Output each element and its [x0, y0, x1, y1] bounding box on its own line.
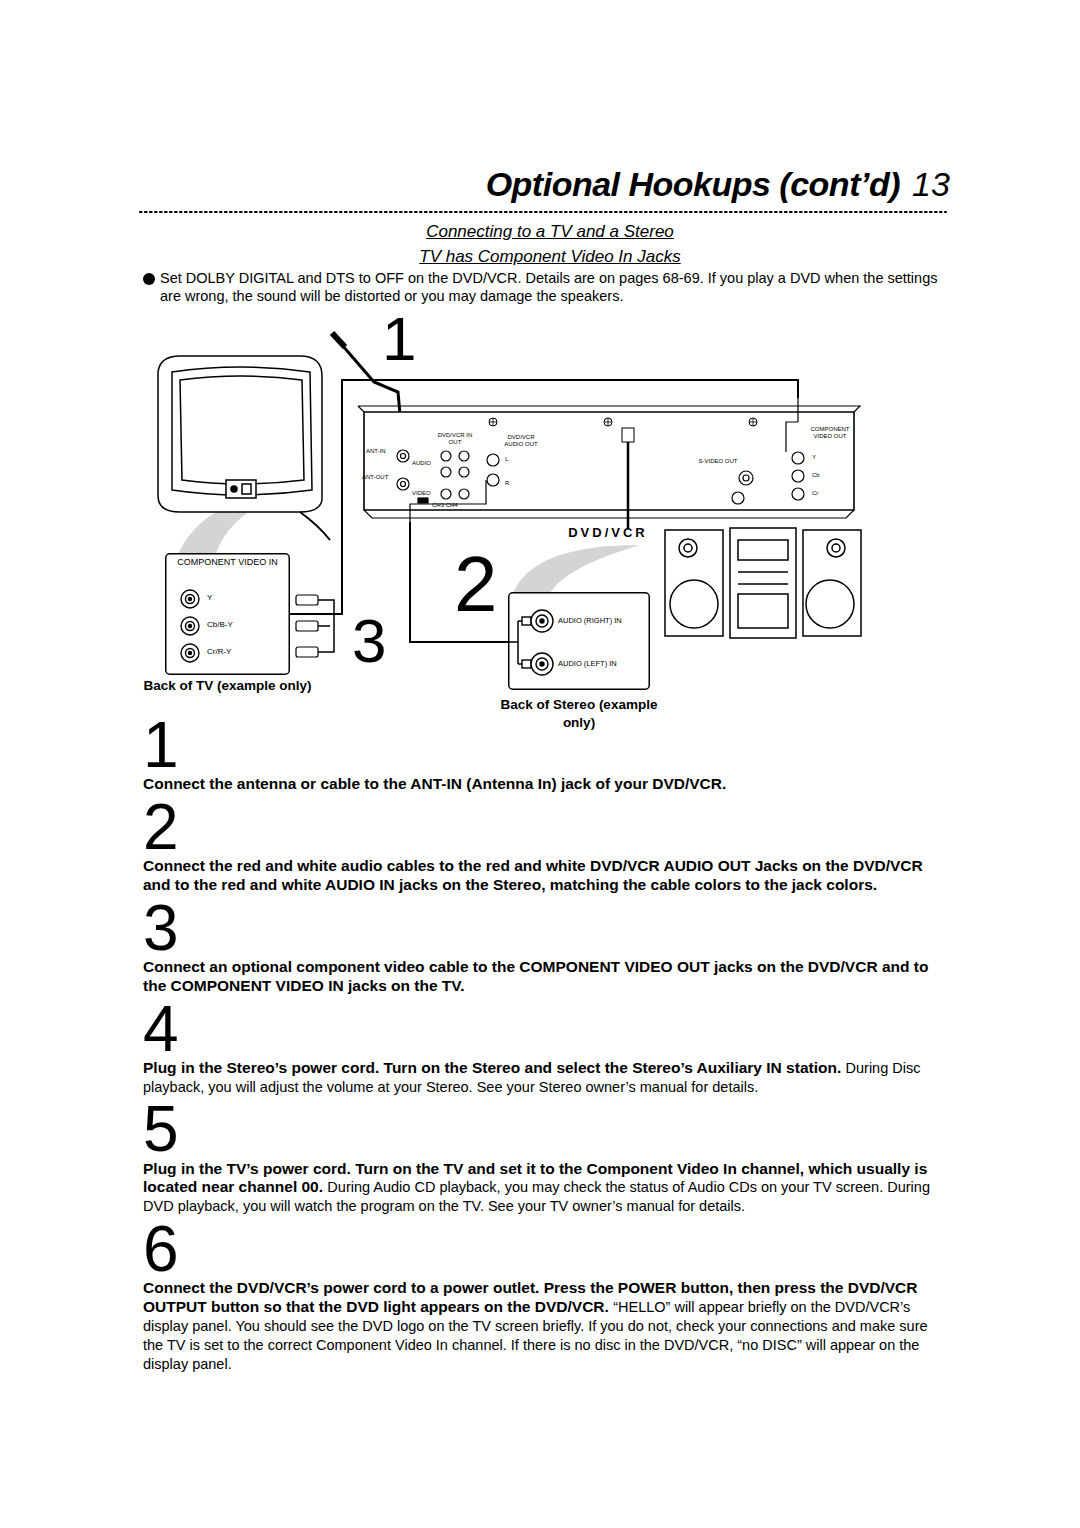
jack-label: Cb/B-Y — [207, 621, 277, 630]
panel-outline — [508, 592, 650, 690]
jack-label: VIDEO — [412, 490, 438, 497]
device-label: DVD/VCR — [508, 526, 708, 540]
page-number: 13 — [912, 165, 950, 204]
callout-number: 2 — [454, 545, 497, 623]
jack-label: Cb — [812, 472, 824, 479]
jack-label: AUDIO (RIGHT) IN — [558, 617, 648, 625]
tv-component-panel: COMPONENT VIDEO INYCb/B-YCr/R-YBack of T… — [165, 553, 290, 675]
step-text: Connect an optional component video cabl… — [143, 958, 938, 996]
step-number: 1 — [143, 718, 938, 773]
jack-label: Y — [812, 454, 822, 461]
dotted-rule — [140, 212, 946, 213]
stereo-speakers — [665, 528, 861, 638]
tv-plugs — [296, 595, 334, 657]
step-instruction: Plug in the Stereo’s power cord. Turn on… — [143, 1059, 841, 1076]
section-heading: Connecting to a TV and a Stereo — [240, 222, 860, 242]
jack-label: DVD/VCR IN OUT — [434, 432, 476, 445]
panel-outline — [165, 553, 290, 675]
channel-label: L — [505, 456, 513, 463]
jack-label: ANT-IN — [366, 448, 398, 455]
cable — [410, 522, 508, 642]
tv-back — [158, 356, 330, 540]
jack-label: AUDIO (LEFT) IN — [558, 660, 648, 668]
jack-label: Cr/R-Y — [207, 648, 277, 657]
panel-label: COMPONENT VIDEO IN — [169, 557, 286, 569]
jack-label: ANT-OUT — [362, 474, 398, 481]
jack-label: COMPONENT VIDEO OUT — [806, 426, 854, 439]
stereo-audio-panel: AUDIO (RIGHT) INAUDIO (LEFT) INBack of S… — [508, 592, 650, 690]
dvd-vcr-back-panel: DVD/VCRANT-INANT-OUTDVD/VCR IN OUTAUDIOV… — [358, 398, 860, 522]
jack-label: DVD/VCR AUDIO OUT — [501, 434, 541, 447]
step-text: Plug in the TV’s power cord. Turn on the… — [143, 1160, 938, 1217]
step-number: 6 — [143, 1222, 938, 1277]
step-text: Connect the antenna or cable to the ANT-… — [143, 775, 938, 794]
switch-label: CH3 CH4 — [432, 502, 472, 509]
step-instruction: Connect the antenna or cable to the ANT-… — [143, 775, 726, 792]
jack-label: Cr — [812, 490, 824, 497]
step-instruction: Connect the red and white audio cables t… — [143, 857, 923, 893]
channel-label: R — [505, 480, 513, 487]
jack-label: Y — [207, 594, 277, 603]
jack-label: AUDIO — [412, 460, 438, 467]
step-number: 3 — [143, 901, 938, 956]
bullet-dot — [143, 273, 155, 285]
page-title: Optional Hookups (cont’d) — [486, 165, 900, 204]
step-number: 2 — [143, 800, 938, 855]
step-number: 5 — [143, 1102, 938, 1157]
figure-caption: Back of Stereo (example only) — [498, 696, 660, 731]
step-list: 1Connect the antenna or cable to the ANT… — [143, 712, 938, 1378]
callout-number: 1 — [382, 308, 416, 370]
step-text: Connect the red and white audio cables t… — [143, 857, 938, 895]
section-subheading: TV has Component Video In Jacks — [240, 247, 860, 267]
note-text: Set DOLBY DIGITAL and DTS to OFF on the … — [160, 269, 940, 305]
step-number: 4 — [143, 1002, 938, 1057]
step-instruction: Connect an optional component video cabl… — [143, 958, 928, 994]
jack-label: S-VIDEO OUT — [698, 458, 738, 465]
step-text: Plug in the Stereo’s power cord. Turn on… — [143, 1059, 938, 1097]
callout-number: 3 — [352, 610, 386, 672]
figure-caption: Back of TV (example only) — [140, 677, 315, 695]
step-text: Connect the DVD/VCR’s power cord to a po… — [143, 1279, 938, 1374]
